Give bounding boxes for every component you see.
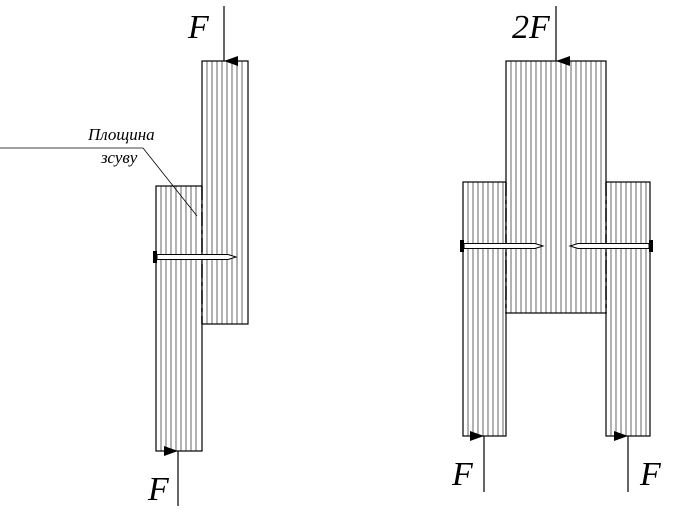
right-assembly [460, 60, 653, 437]
right-left-board [462, 181, 507, 437]
right-bottom-right-force-label: F [639, 456, 662, 493]
shear-plane-label-line1: Площина [87, 125, 155, 144]
left-top-force-label: F [187, 9, 210, 46]
right-nail-right [568, 240, 653, 252]
right-bottom-left-force-label: F [451, 456, 474, 493]
left-bottom-force-label: F [147, 471, 170, 508]
left-assembly [153, 60, 249, 452]
shear-plane-label-line2: зсуву [100, 148, 138, 167]
right-right-board [605, 181, 651, 437]
right-nail-left [460, 240, 545, 252]
left-upper-board [201, 60, 249, 325]
shear-plane-callout [0, 147, 198, 217]
right-top-force-label: 2F [512, 9, 551, 46]
left-lower-board [155, 185, 203, 452]
left-nail [153, 251, 238, 263]
